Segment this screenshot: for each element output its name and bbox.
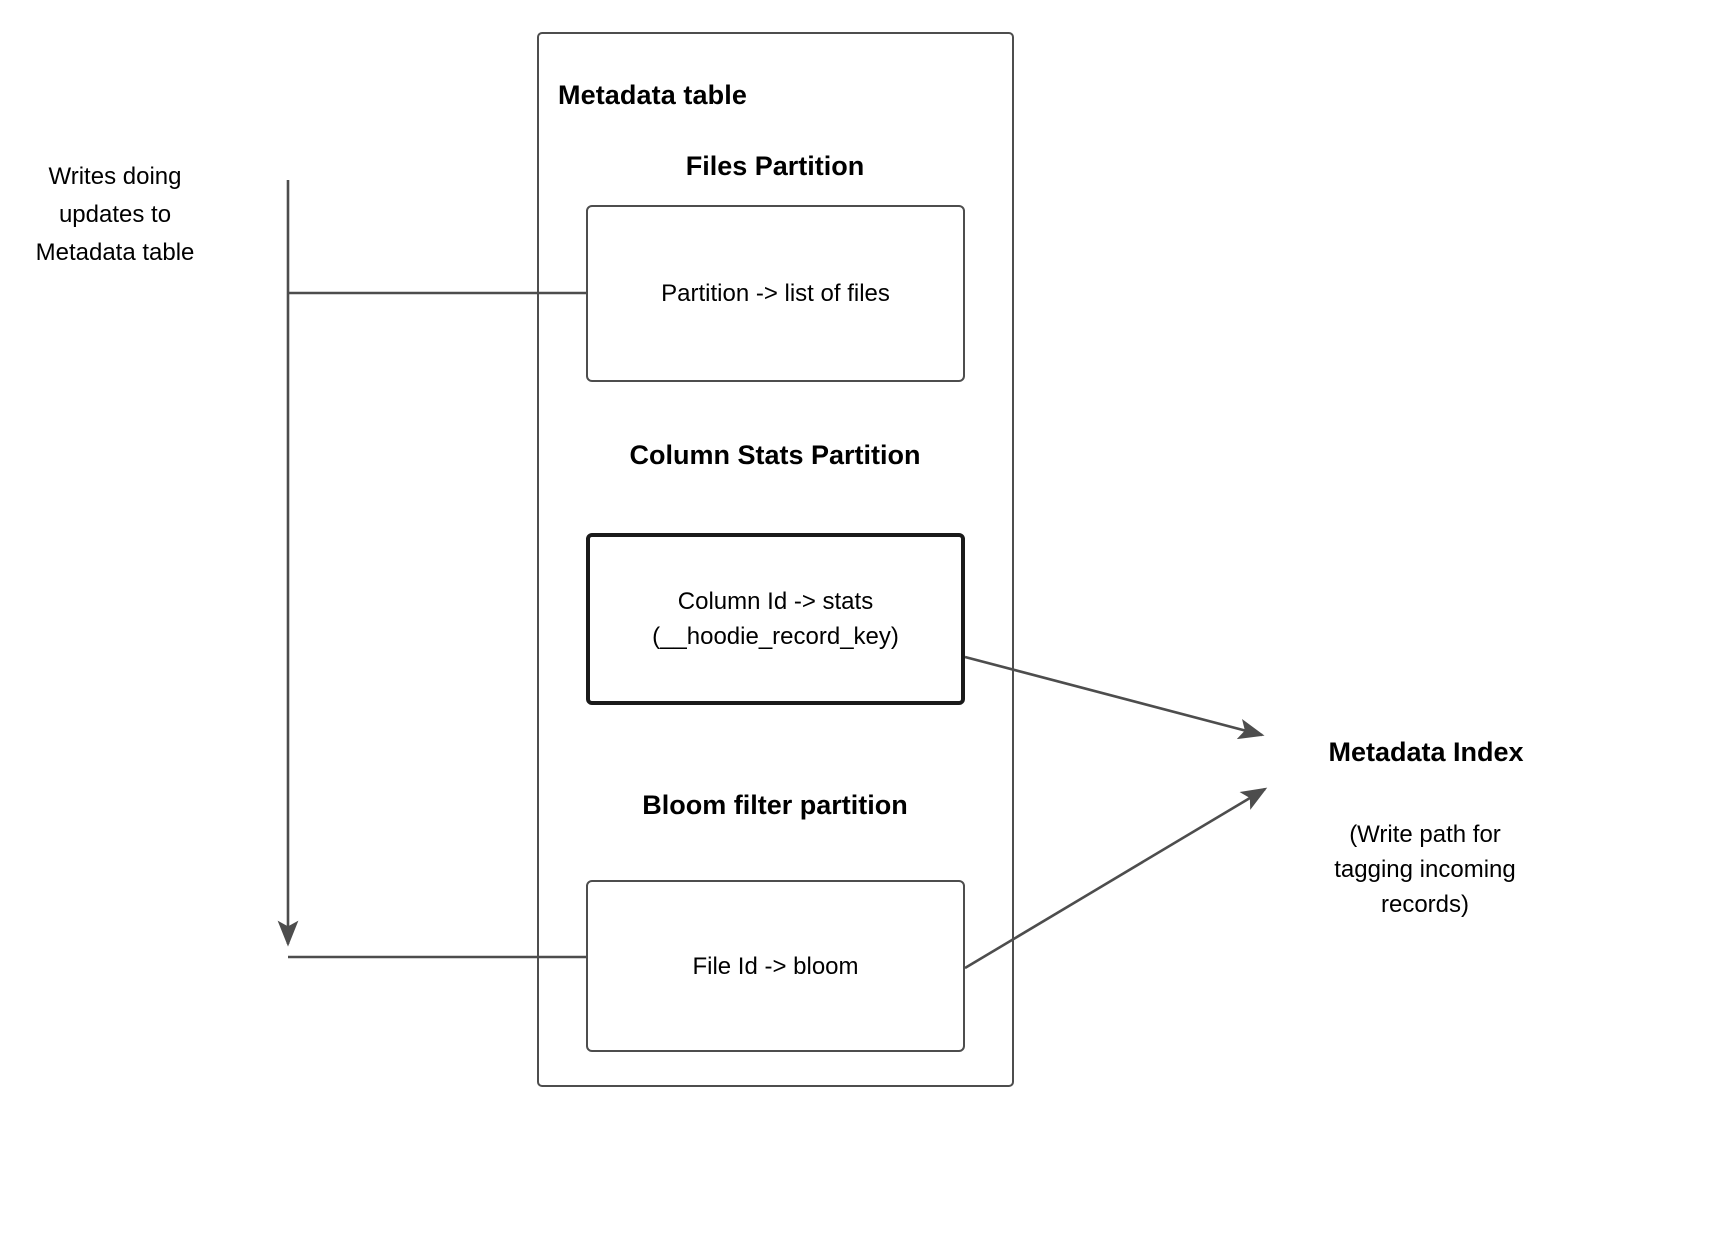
metadata-index-title: Metadata Index — [1328, 737, 1524, 767]
bloom-filter-partition-box[interactable]: File Id -> bloom — [586, 880, 965, 1052]
files-partition-box-text: Partition -> list of files — [661, 280, 890, 307]
metadata-table-title: Metadata table — [558, 80, 747, 110]
files-partition-heading: Files Partition — [685, 151, 865, 181]
bloom-filter-partition-heading: Bloom filter partition — [642, 790, 908, 820]
bloom-filter-partition-box-text: File Id -> bloom — [692, 952, 859, 980]
column-stats-partition-heading: Column Stats Partition — [629, 440, 921, 470]
metadata-table-container — [537, 32, 1014, 1087]
metadata-index-caption: (Write path for tagging incoming records… — [1334, 821, 1516, 918]
column-stats-partition-box-text: Column Id -> stats (__hoodie_record_key) — [652, 588, 899, 650]
column-stats-partition-box[interactable]: Column Id -> stats (__hoodie_record_key) — [586, 533, 965, 705]
files-partition-box[interactable]: Partition -> list of files — [586, 205, 965, 382]
writes-doing-updates-label: Writes doing updates to Metadata table — [35, 163, 195, 266]
